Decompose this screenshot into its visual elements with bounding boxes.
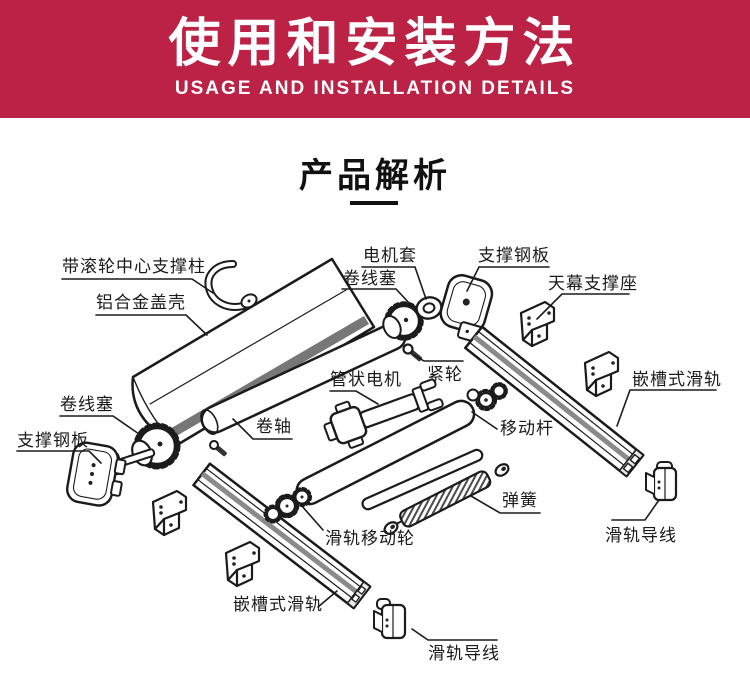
label-roller-center-support-column: 带滚轮中心支撑柱 — [62, 257, 206, 276]
part-moving-rod — [295, 382, 508, 506]
label-roller-shaft: 卷轴 — [256, 417, 292, 436]
part-rail-bracket — [224, 540, 261, 588]
banner-title: 使用和安装方法 — [168, 15, 582, 73]
label-winding-plug-top: 卷线塞 — [343, 269, 397, 288]
label-support-steel-plate-left: 支撑钢板 — [17, 431, 89, 450]
label-tension-wheel: 紧轮 — [427, 365, 463, 384]
part-end-cap — [383, 521, 399, 535]
part-thin-rod — [361, 448, 484, 511]
label-support-steel-plate-top: 支撑钢板 — [478, 246, 550, 265]
part-slotted-slide-rail-right — [464, 325, 645, 478]
exploded-diagram: 带滚轮中心支撑柱 铝合金盖壳 电机套 卷线塞 支撑钢板 天幕支撑座 紧轮 管状电… — [0, 214, 750, 694]
part-support-steel-plate-left — [65, 441, 127, 507]
label-tubular-motor: 管状电机 — [330, 370, 402, 389]
label-motor-sleeve: 电机套 — [363, 246, 417, 265]
section-title-underline — [350, 201, 398, 205]
label-moving-rod: 移动杆 — [500, 419, 554, 438]
part-tubular-motor — [323, 378, 444, 449]
part-rail-bracket — [583, 350, 620, 398]
label-aluminum-cover-shell: 铝合金盖壳 — [96, 293, 186, 312]
part-slide-rail-guide-wire-bottom — [373, 598, 407, 640]
part-screw — [209, 440, 227, 457]
part-end-cap — [494, 463, 510, 477]
section-title: 产品解析 — [299, 157, 451, 195]
banner: 使用和安装方法 USAGE AND INSTALLATION DETAILS — [0, 0, 750, 118]
label-slide-rail-guide-wire-bottom: 滑轨导线 — [428, 644, 500, 663]
banner-subtitle: USAGE AND INSTALLATION DETAILS — [174, 78, 576, 99]
label-slotted-slide-rail-right: 嵌槽式滑轨 — [632, 370, 722, 389]
label-spring: 弹簧 — [502, 491, 538, 510]
part-slotted-slide-rail-bottom — [192, 462, 372, 610]
label-winding-plug-left: 卷线塞 — [60, 395, 114, 414]
part-tension-wheel — [402, 343, 423, 362]
part-slide-rail-moving-wheel — [263, 487, 312, 524]
label-slotted-slide-rail-bottom: 嵌槽式滑轨 — [233, 595, 323, 614]
part-canopy-support-seat — [519, 300, 556, 348]
leader-lines — [16, 266, 717, 641]
part-rail-bracket — [151, 489, 188, 537]
part-winding-plug-top — [382, 301, 424, 341]
label-canopy-support-seat: 天幕支撑座 — [548, 274, 638, 293]
part-roller-center-support-column — [204, 260, 258, 311]
label-slide-rail-moving-wheel: 滑轨移动轮 — [325, 529, 415, 548]
label-slide-rail-guide-wire-right: 滑轨导线 — [605, 526, 677, 545]
diagram-drawing — [16, 257, 717, 641]
part-slide-rail-guide-wire-right — [645, 461, 678, 502]
part-spring — [392, 470, 492, 528]
